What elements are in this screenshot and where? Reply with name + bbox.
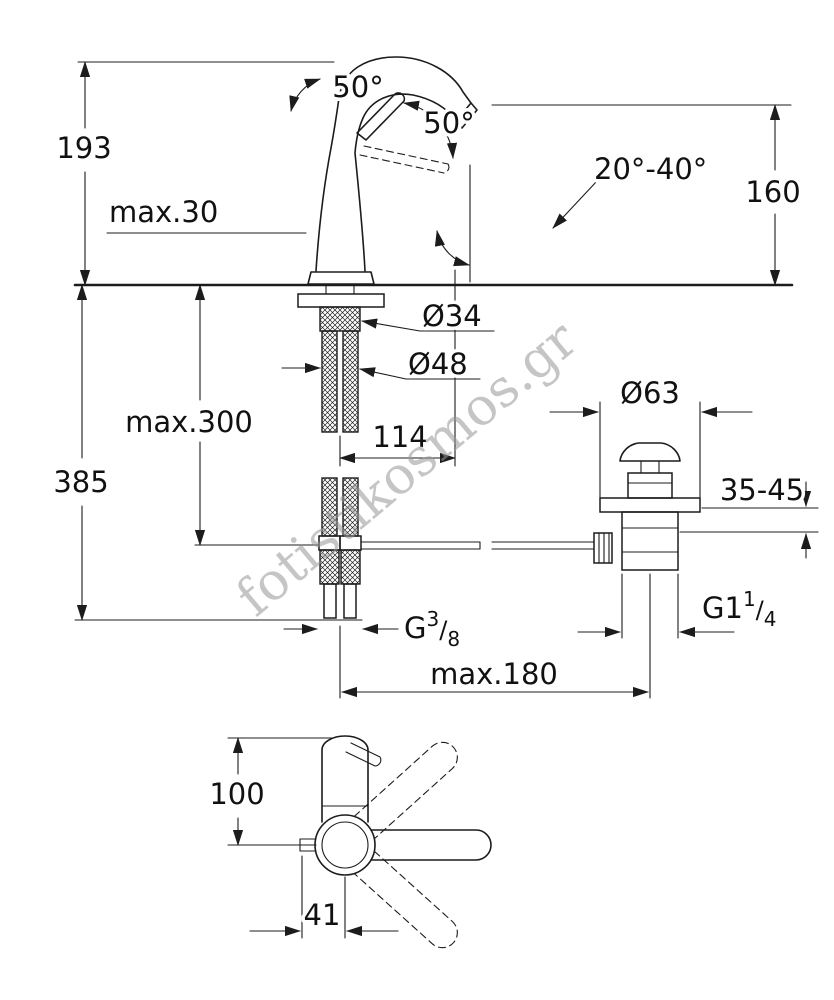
- flex-hose-left: [321, 330, 338, 433]
- dim-label-160: 160: [745, 175, 800, 209]
- dim-label-114: 114: [372, 420, 427, 454]
- dim-label-41: 41: [304, 898, 341, 932]
- g38-prefix: G: [404, 611, 426, 645]
- dim-label-d48: Ø48: [408, 347, 468, 381]
- flex-hose-right: [342, 330, 359, 433]
- swivel-leader-line: [552, 180, 598, 229]
- dimension-lines: [74, 61, 819, 939]
- dim-label-100: 100: [209, 777, 264, 811]
- pop-up-rod: [360, 541, 595, 550]
- g114-denominator: 4: [764, 607, 777, 631]
- g38-denominator: 8: [447, 627, 460, 651]
- mounting-nut: [319, 306, 361, 332]
- g114-numerator: 1: [743, 587, 756, 611]
- dim-label-193: 193: [56, 131, 111, 165]
- dim-label-max180: max.180: [430, 657, 558, 691]
- dim-label-g114: G11/4: [702, 587, 777, 631]
- dim-label-max300: max.300: [125, 405, 253, 439]
- dim-label-35-45: 35-45: [720, 473, 804, 507]
- hose-end-left: [323, 583, 337, 619]
- pop-up-drain-assembly: [593, 442, 701, 571]
- body-plan-outer-circle: [314, 814, 376, 876]
- spout-plan-outline: [321, 735, 369, 823]
- dim-label-d34: Ø34: [422, 299, 482, 333]
- under-deck-assembly: [297, 285, 595, 619]
- mounting-washer: [297, 293, 385, 308]
- spout-aerator: [455, 102, 478, 129]
- lever-handle-alt-position: [359, 145, 450, 174]
- dimension-labels: 193 max.30 50° 50° 20°-40° 160 Ø34 Ø48 m…: [50, 67, 808, 936]
- drain-upper-body: [627, 472, 673, 499]
- rod-clamp-knob: [593, 532, 613, 564]
- lever-arc-arrow: [403, 100, 458, 159]
- drain-lower-body: [621, 511, 679, 571]
- body-plan-inner-circle: [321, 821, 369, 869]
- dim-label-20-40: 20°-40°: [594, 152, 707, 186]
- dim-label-50-handle: 50°: [332, 70, 383, 104]
- dim-label-g38: G3/8: [404, 607, 460, 651]
- dim-label-max30: max.30: [109, 195, 218, 229]
- dim-label-d63: Ø63: [620, 376, 680, 410]
- lever-plan-stub: [345, 742, 382, 767]
- hose-end-right: [343, 583, 357, 619]
- drain-plug-cap: [619, 442, 681, 462]
- g38-numerator: 3: [426, 607, 439, 631]
- spout-plan-arm: [370, 829, 492, 861]
- g114-prefix: G1: [702, 591, 743, 625]
- drain-flange: [599, 497, 701, 513]
- swivel-arc-arrow: [434, 230, 470, 267]
- faucet-side-view: [289, 56, 598, 285]
- dim-label-385: 385: [53, 465, 108, 499]
- faucet-top-view: [299, 735, 492, 949]
- dim-label-50-lever: 50°: [423, 106, 474, 140]
- spout-plan-arm-up: [353, 741, 458, 840]
- handle-arc-arrow: [289, 78, 321, 112]
- spout-plan-arm-down: [353, 850, 458, 949]
